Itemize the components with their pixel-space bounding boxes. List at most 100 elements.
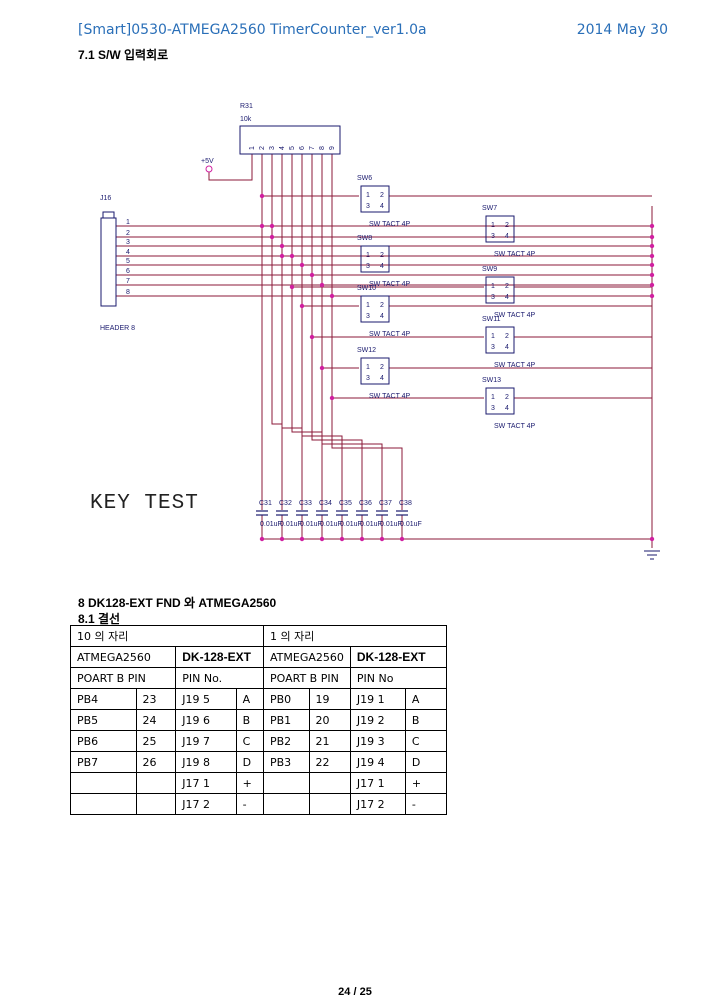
table-cell: J19 8	[175, 751, 237, 773]
connector-pin-label: 4	[126, 249, 130, 256]
resistor-pin-label: 6	[299, 146, 306, 150]
switch-feed-wire	[331, 296, 484, 399]
switch-pin-4: 4	[505, 344, 509, 351]
switch-pin-1: 1	[491, 394, 495, 401]
table-cell: A	[235, 688, 265, 710]
junction-dot	[649, 282, 655, 288]
connector-ref-label: J16	[100, 195, 111, 202]
switch-value-label: SW TACT 4P	[494, 423, 536, 430]
table-cell	[263, 793, 310, 815]
switch-pin-3: 3	[366, 375, 370, 382]
resistor-pin-label: 8	[319, 146, 326, 150]
table-cell	[308, 772, 351, 794]
table-device-row: ATMEGA2560 DK-128-EXT ATMEGA2560 DK-128-…	[69, 646, 447, 668]
table-cell: J17 1	[175, 772, 237, 794]
power-label: +5V	[201, 158, 214, 165]
junction-dot	[269, 234, 275, 240]
switch-ref-label: SW9	[482, 266, 497, 273]
connector-pin-label: 1	[126, 219, 130, 226]
capacitor-ref-label: C31	[259, 500, 272, 507]
junction-dot	[319, 282, 325, 288]
junction-dot	[329, 293, 335, 299]
table-cell: PB7	[70, 751, 137, 773]
capacitor-value-label: 0.01uF	[340, 521, 362, 528]
switch-pin-3: 3	[366, 263, 370, 270]
junction-dot	[399, 536, 405, 542]
switch-pin-3: 3	[491, 294, 495, 301]
switch-feed-wire	[321, 285, 359, 369]
capacitor-value-label: 0.01uF	[400, 521, 422, 528]
junction-dot	[289, 284, 295, 290]
table-cell: C	[404, 730, 447, 752]
switch-pin-1: 1	[491, 283, 495, 290]
junction-dot	[279, 536, 285, 542]
table-group-row: 10 의 자리 1 의 자리	[70, 625, 447, 647]
table-cell: 23	[135, 688, 177, 710]
junction-dot	[649, 234, 655, 240]
capacitor-ref-label: C34	[319, 500, 332, 507]
connector-pin-label: 7	[126, 278, 130, 285]
junction-dot	[379, 536, 385, 542]
junction-dot	[359, 536, 365, 542]
table-cell: J19 7	[175, 730, 237, 752]
junction-dot	[259, 536, 265, 542]
junction-dot	[299, 303, 305, 309]
table-cell: J17 1	[349, 772, 406, 794]
tact-switch	[360, 295, 390, 323]
junction-dot	[319, 365, 325, 371]
table-cell: PB2	[263, 730, 310, 752]
switch-ref-label: SW11	[482, 316, 501, 323]
switch-pin-1: 1	[366, 364, 370, 371]
table-cell: +	[235, 772, 265, 794]
switch-ref-label: SW6	[357, 175, 372, 182]
table-cell: PB3	[263, 751, 310, 773]
table-cell: 21	[308, 730, 351, 752]
table-cell: J19 4	[349, 751, 406, 773]
table-cell: 19	[308, 688, 351, 710]
mcu-label-ones: ATMEGA2560	[263, 646, 351, 668]
resistor-ref-label: R31	[240, 103, 253, 110]
switch-ref-label: SW13	[482, 377, 501, 384]
connector-pin-label: 3	[126, 239, 130, 246]
junction-dot	[259, 193, 265, 199]
mcu-label-tens: ATMEGA2560	[69, 646, 177, 668]
table-cell: B	[404, 709, 447, 731]
connector-name-label: HEADER 8	[100, 325, 135, 332]
resistor-network-body	[239, 125, 341, 155]
junction-dot	[279, 253, 285, 259]
table-cell: D	[404, 751, 447, 773]
switch-pin-2: 2	[380, 252, 384, 259]
power-source-symbol	[205, 165, 213, 173]
switch-value-label: SW TACT 4P	[494, 251, 536, 258]
resistor-pin-label: 9	[329, 146, 336, 150]
cap-feed-wire	[291, 256, 323, 510]
page-number: 24 / 25	[338, 986, 372, 998]
switch-pin-1: 1	[366, 302, 370, 309]
switch-pin-4: 4	[380, 313, 384, 320]
capacitor-ref-label: C35	[339, 500, 352, 507]
connector-pin-label: 6	[126, 268, 130, 275]
schematic-components	[100, 125, 660, 560]
port-label-tens: POART B PIN	[69, 667, 177, 689]
junction-dot	[339, 536, 345, 542]
switch-pin-4: 4	[380, 263, 384, 270]
capacitor-value-label: 0.01uF	[300, 521, 322, 528]
capacitor-ref-label: C38	[399, 500, 412, 507]
document-date: 2014 May 30	[576, 22, 668, 38]
cap-feed-wire	[331, 296, 403, 510]
junction-dot	[329, 395, 335, 401]
junction-dot	[649, 223, 655, 229]
capacitor-value-label: 0.01uF	[280, 521, 302, 528]
switch-ref-label: SW7	[482, 205, 497, 212]
table-cell: C	[235, 730, 265, 752]
resistor-pin-label: 7	[309, 146, 316, 150]
junction-dot	[309, 272, 315, 278]
junction-dot	[649, 272, 655, 278]
junction-dot	[649, 243, 655, 249]
port-label-ones: POART B PIN	[263, 667, 351, 689]
table-cell: +	[404, 772, 447, 794]
